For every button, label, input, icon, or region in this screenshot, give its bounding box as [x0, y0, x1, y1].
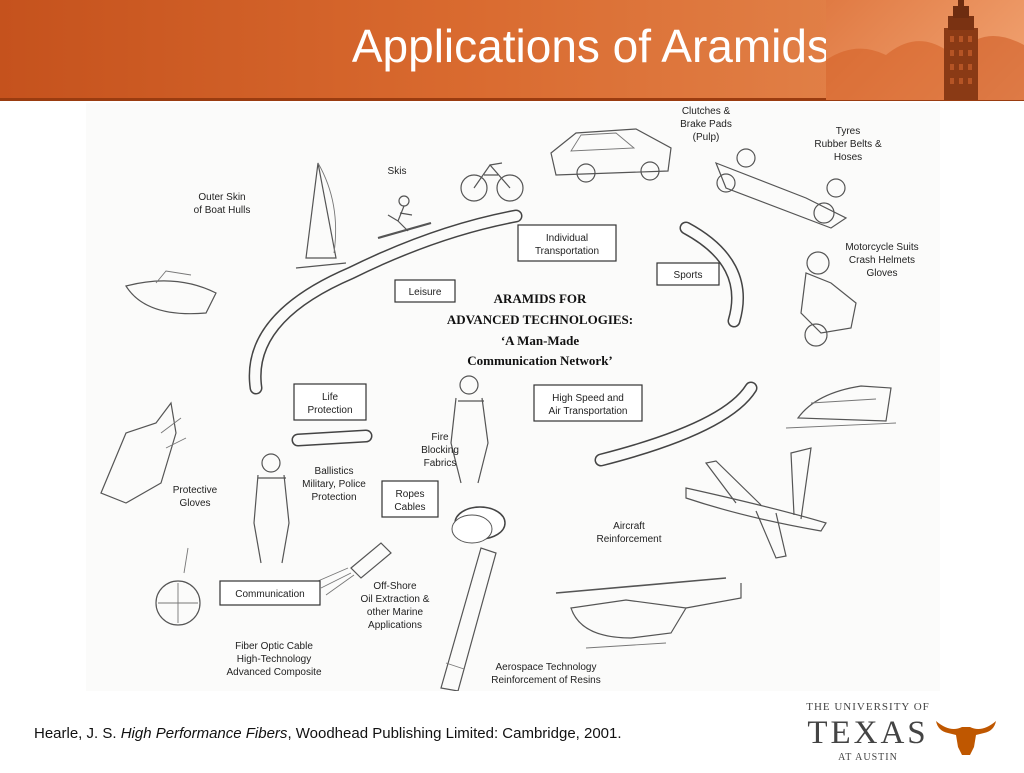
box-life-protection: Life Protection	[293, 383, 367, 421]
svg-text:other Marine: other Marine	[367, 607, 424, 618]
svg-text:Life: Life	[322, 392, 339, 403]
svg-text:Gloves: Gloves	[866, 268, 897, 279]
soldier-sketch	[253, 453, 290, 564]
box-communication: Communication	[219, 580, 321, 606]
longhorn-icon	[936, 721, 996, 755]
box-sports: Sports	[656, 262, 720, 286]
svg-text:Aerospace Technology: Aerospace Technology	[496, 662, 597, 673]
svg-text:Fabrics: Fabrics	[424, 458, 457, 469]
citation-publisher: , Woodhead Publishing Limited: Cambridge…	[287, 725, 622, 742]
svg-text:Reinforcement of Resins: Reinforcement of Resins	[491, 675, 601, 686]
ut-tower-image	[826, 0, 1024, 100]
svg-text:Air Transportation: Air Transportation	[549, 406, 628, 417]
svg-text:Gloves: Gloves	[179, 498, 210, 509]
logo-line-3: AT AUSTIN	[838, 752, 898, 763]
svg-text:Skis: Skis	[388, 166, 407, 177]
fiber-optic-sketch	[155, 547, 201, 626]
aramid-applications-diagram: Individual Transportation Sports Leisure…	[86, 103, 940, 691]
box-individual-transportation: Individual Transportation	[517, 224, 617, 262]
svg-text:Outer Skin: Outer Skin	[198, 192, 245, 203]
svg-text:Communication: Communication	[235, 589, 304, 600]
car-sketch	[550, 128, 672, 183]
svg-text:Cables: Cables	[394, 502, 425, 513]
label-outer-skin: Outer Skin of Boat Hulls	[194, 192, 251, 216]
citation-author: Hearle, J. S.	[34, 725, 121, 742]
svg-text:ARAMIDS FOR: ARAMIDS FOR	[494, 291, 587, 306]
svg-text:Leisure: Leisure	[409, 287, 442, 298]
label-fiber-optic: Fiber Optic Cable High-Technology Advanc…	[226, 641, 321, 678]
boat-sketch	[125, 270, 217, 315]
svg-text:Individual: Individual	[546, 233, 588, 244]
box-high-speed-air: High Speed and Air Transportation	[533, 384, 643, 422]
svg-text:Blocking: Blocking	[421, 445, 459, 456]
logo-line-2: TEXAS	[807, 715, 928, 751]
svg-text:Tyres: Tyres	[836, 126, 860, 137]
svg-text:Fire: Fire	[431, 432, 449, 443]
label-aircraft: Aircraft Reinforcement	[596, 521, 661, 545]
header-divider	[0, 98, 1024, 101]
svg-text:High-Technology: High-Technology	[237, 654, 312, 665]
svg-text:Crash Helmets: Crash Helmets	[849, 255, 915, 266]
race-car-sketch	[714, 148, 848, 229]
svg-text:ADVANCED TECHNOLOGIES:: ADVANCED TECHNOLOGIES:	[447, 312, 633, 327]
diagram-center-title: ARAMIDS FOR ADVANCED TECHNOLOGIES: ‘A Ma…	[447, 291, 633, 368]
bicycle-sketch	[460, 162, 524, 202]
svg-text:Reinforcement: Reinforcement	[596, 534, 661, 545]
glove-sketch	[100, 401, 187, 504]
label-clutches: Clutches & Brake Pads (Pulp)	[680, 106, 732, 143]
svg-text:Ropes: Ropes	[396, 489, 425, 500]
svg-text:Protection: Protection	[307, 405, 352, 416]
skier-sketch	[377, 195, 432, 240]
svg-text:(Pulp): (Pulp)	[693, 132, 720, 143]
svg-text:Off-Shore: Off-Shore	[373, 581, 417, 592]
label-protective-gloves: Protective Gloves	[173, 485, 218, 509]
windsurfer-sketch	[295, 162, 347, 269]
firefighter-sketch	[450, 375, 489, 484]
slide-title: Applications of Aramids	[351, 20, 830, 72]
svg-text:High Speed and: High Speed and	[552, 393, 624, 404]
citation-book-title: High Performance Fibers	[120, 725, 288, 742]
label-motorcycle: Motorcycle Suits Crash Helmets Gloves	[845, 242, 918, 279]
svg-text:Protective: Protective	[173, 485, 218, 496]
svg-text:Hoses: Hoses	[834, 152, 862, 163]
motorcyclist-sketch	[800, 251, 857, 347]
svg-text:Communication Network’: Communication Network’	[467, 353, 613, 368]
svg-text:of Boat Hulls: of Boat Hulls	[194, 205, 251, 216]
label-offshore: Off-Shore Oil Extraction & other Marine …	[361, 581, 430, 631]
svg-text:Sports: Sports	[674, 270, 703, 281]
svg-text:Military, Police: Military, Police	[302, 479, 366, 490]
citation: Hearle, J. S. High Performance Fibers, W…	[34, 725, 622, 742]
svg-text:Clutches &: Clutches &	[682, 106, 731, 117]
svg-text:Oil Extraction &: Oil Extraction &	[361, 594, 430, 605]
aircraft-sketch	[685, 447, 827, 559]
svg-text:Applications: Applications	[368, 620, 422, 631]
logo-line-1: THE UNIVERSITY OF	[806, 701, 930, 713]
ut-austin-logo: THE UNIVERSITY OF TEXAS AT AUSTIN	[800, 697, 1022, 768]
svg-text:Rubber Belts &: Rubber Belts &	[814, 139, 882, 150]
svg-text:Fiber Optic Cable: Fiber Optic Cable	[235, 641, 313, 652]
label-tyres: Tyres Rubber Belts & Hoses	[814, 126, 882, 163]
svg-text:‘A Man-Made: ‘A Man-Made	[501, 333, 580, 348]
svg-text:Aircraft: Aircraft	[613, 521, 645, 532]
box-ropes-cables: Ropes Cables	[381, 480, 439, 518]
label-skis: Skis	[388, 166, 407, 177]
label-ballistics: Ballistics Military, Police Protection	[302, 466, 366, 503]
rocket-sketch	[440, 547, 497, 691]
svg-text:Protection: Protection	[311, 492, 356, 503]
box-leisure: Leisure	[394, 279, 456, 303]
svg-text:Ballistics: Ballistics	[315, 466, 354, 477]
helicopter-sketch	[555, 577, 742, 649]
network-tubes	[248, 209, 758, 544]
cable-sketch	[317, 542, 392, 596]
label-aerospace: Aerospace Technology Reinforcement of Re…	[491, 662, 601, 686]
svg-text:Transportation: Transportation	[535, 246, 599, 257]
svg-text:Motorcycle Suits: Motorcycle Suits	[845, 242, 918, 253]
train-sketch	[785, 385, 897, 429]
label-fire-blocking: Fire Blocking Fabrics	[421, 432, 459, 469]
svg-text:Advanced Composite: Advanced Composite	[226, 667, 321, 678]
svg-text:Brake Pads: Brake Pads	[680, 119, 732, 130]
